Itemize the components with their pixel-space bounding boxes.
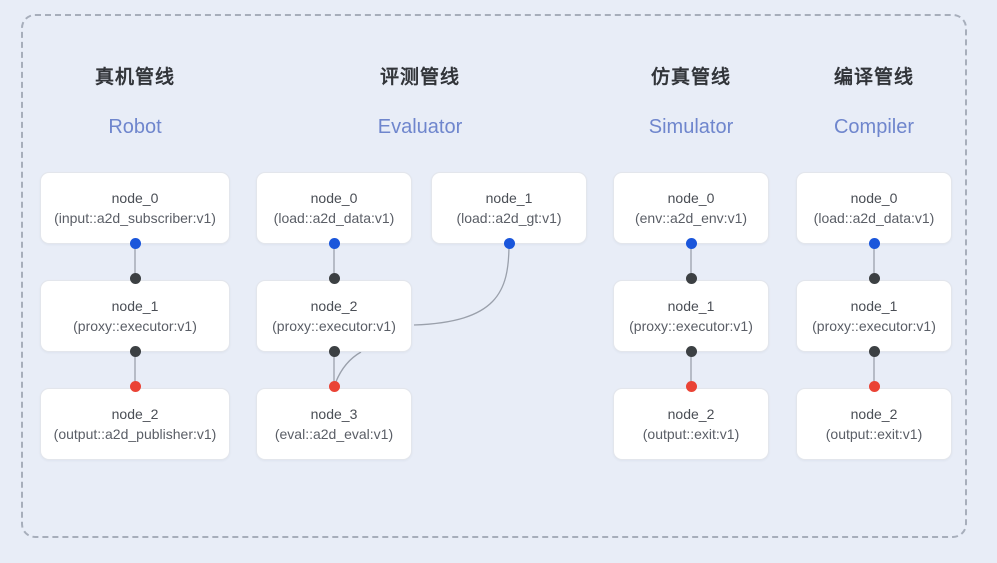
node-name: node_0 — [850, 189, 898, 206]
column-title-robot: 真机管线 — [94, 67, 175, 88]
node-spec: (proxy::executor:v1) — [272, 317, 396, 334]
port-out-evaluator-0[interactable] — [329, 238, 340, 249]
node-compiler-1[interactable]: node_1 (proxy::executor:v1) — [796, 280, 952, 352]
column-header-evaluator: 评测管线 Evaluator — [320, 62, 520, 139]
node-spec: (env::a2d_env:v1) — [634, 209, 748, 226]
node-name: node_2 — [667, 405, 715, 422]
port-out-compiler-1[interactable] — [869, 346, 880, 357]
port-out-simulator-0[interactable] — [686, 238, 697, 249]
node-spec: (load::a2d_data:v1) — [273, 209, 395, 226]
port-in-simulator-2[interactable] — [686, 381, 697, 392]
node-compiler-0[interactable]: node_0 (load::a2d_data:v1) — [796, 172, 952, 244]
port-out-compiler-0[interactable] — [869, 238, 880, 249]
port-in-compiler-2[interactable] — [869, 381, 880, 392]
node-name: node_1 — [850, 297, 898, 314]
node-spec: (eval::a2d_eval:v1) — [274, 425, 394, 442]
node-simulator-1[interactable]: node_1 (proxy::executor:v1) — [613, 280, 769, 352]
node-name: node_2 — [850, 405, 898, 422]
column-title-simulator: 仿真管线 — [650, 67, 731, 88]
node-name: node_1 — [667, 297, 715, 314]
node-compiler-2[interactable]: node_2 (output::exit:v1) — [796, 388, 952, 460]
node-spec: (output::a2d_publisher:v1) — [53, 425, 217, 442]
port-in-evaluator-2[interactable] — [329, 273, 340, 284]
node-name: node_3 — [310, 405, 358, 422]
node-spec: (load::a2d_data:v1) — [813, 209, 935, 226]
port-out-evaluator-gt[interactable] — [504, 238, 515, 249]
port-in-evaluator-3[interactable] — [329, 381, 340, 392]
node-name: node_0 — [111, 189, 159, 206]
column-subtitle-robot: Robot — [108, 116, 162, 138]
port-in-simulator-1[interactable] — [686, 273, 697, 284]
column-header-simulator: 仿真管线 Simulator — [591, 62, 791, 139]
node-spec: (proxy::executor:v1) — [629, 317, 753, 334]
port-out-simulator-1[interactable] — [686, 346, 697, 357]
node-name: node_1 — [111, 297, 159, 314]
column-header-robot: 真机管线 Robot — [35, 62, 235, 139]
column-subtitle-simulator: Simulator — [648, 116, 734, 138]
port-in-robot-1[interactable] — [130, 273, 141, 284]
port-in-robot-2[interactable] — [130, 381, 141, 392]
node-spec: (proxy::executor:v1) — [73, 317, 197, 334]
node-name: node_2 — [111, 405, 159, 422]
edge-gt-to-executor — [413, 243, 510, 326]
node-evaluator-0[interactable]: node_0 (load::a2d_data:v1) — [256, 172, 412, 244]
node-robot-2[interactable]: node_2 (output::a2d_publisher:v1) — [40, 388, 230, 460]
column-title-evaluator: 评测管线 — [379, 67, 460, 88]
node-spec: (output::exit:v1) — [642, 425, 740, 442]
column-header-compiler: 编译管线 Compiler — [774, 62, 974, 139]
node-robot-0[interactable]: node_0 (input::a2d_subscriber:v1) — [40, 172, 230, 244]
node-evaluator-3[interactable]: node_3 (eval::a2d_eval:v1) — [256, 388, 412, 460]
node-simulator-0[interactable]: node_0 (env::a2d_env:v1) — [613, 172, 769, 244]
column-subtitle-evaluator: Evaluator — [377, 116, 463, 138]
node-spec: (load::a2d_gt:v1) — [456, 209, 562, 226]
column-title-compiler: 编译管线 — [833, 67, 914, 88]
port-out-evaluator-2[interactable] — [329, 346, 340, 357]
node-name: node_1 — [485, 189, 533, 206]
port-out-robot-0[interactable] — [130, 238, 141, 249]
node-spec: (output::exit:v1) — [825, 425, 923, 442]
node-name: node_2 — [310, 297, 358, 314]
node-spec: (proxy::executor:v1) — [812, 317, 936, 334]
column-subtitle-compiler: Compiler — [833, 116, 915, 138]
node-name: node_0 — [310, 189, 358, 206]
port-out-robot-1[interactable] — [130, 346, 141, 357]
node-evaluator-2[interactable]: node_2 (proxy::executor:v1) — [256, 280, 412, 352]
port-in-compiler-1[interactable] — [869, 273, 880, 284]
node-spec: (input::a2d_subscriber:v1) — [54, 209, 216, 226]
node-evaluator-gt[interactable]: node_1 (load::a2d_gt:v1) — [431, 172, 587, 244]
node-robot-1[interactable]: node_1 (proxy::executor:v1) — [40, 280, 230, 352]
node-simulator-2[interactable]: node_2 (output::exit:v1) — [613, 388, 769, 460]
node-name: node_0 — [667, 189, 715, 206]
